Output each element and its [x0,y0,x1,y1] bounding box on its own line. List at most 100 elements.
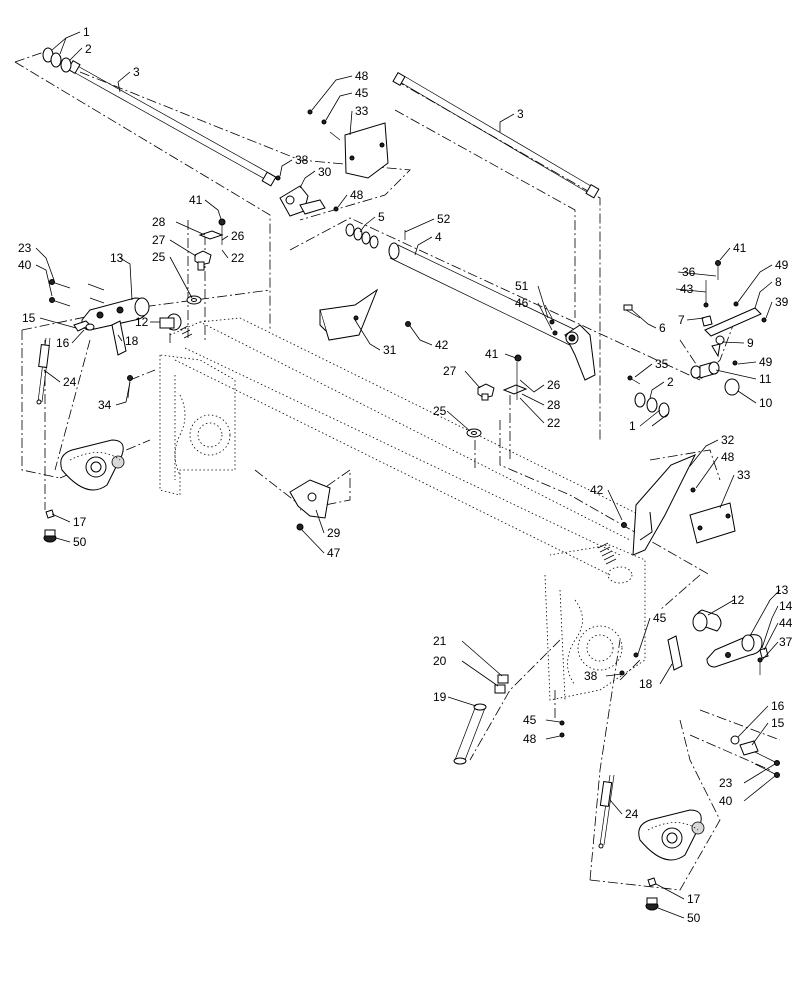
callout-25: 25 [433,404,447,418]
bracket-31 [319,288,411,341]
callout-48: 48 [355,69,369,83]
link-13-right [619,609,769,676]
callout-33: 33 [737,468,751,482]
callout-31: 31 [383,343,397,357]
callout-39: 39 [775,295,789,309]
callout-labels: 1 2 3 3 48 45 33 38 30 48 5 52 4 41 28 2… [18,25,793,925]
callout-21: 21 [433,634,447,648]
callout-51: 51 [515,279,529,293]
callout-43: 43 [680,282,694,296]
callout-24: 24 [63,375,77,389]
link-8 [701,260,767,366]
callout-22: 22 [547,416,561,430]
callout-41: 41 [485,347,499,361]
sprocket-housing-right [638,809,705,911]
callout-36: 36 [682,265,696,279]
shaft-upper-right [392,71,600,199]
callout-2: 2 [85,42,92,56]
callout-42: 42 [435,338,449,352]
callout-28: 28 [547,398,561,412]
rod-24-right [598,774,615,849]
shaft-main [345,223,596,381]
bracket-15-right [730,735,780,778]
callout-26: 26 [547,378,561,392]
bracket-30 [275,175,339,217]
callout-15: 15 [771,716,785,730]
hardware-group-middle [466,354,528,438]
callout-38: 38 [295,153,309,167]
callout-32: 32 [721,433,735,447]
callout-50: 50 [687,911,701,925]
callout-41: 41 [189,193,203,207]
callout-34: 34 [98,398,112,412]
callout-48: 48 [721,450,735,464]
center-lines [14,49,781,891]
hardware-group-right [544,304,740,418]
callout-24: 24 [625,807,639,821]
callout-44: 44 [779,616,793,630]
callout-27: 27 [443,364,457,378]
sprocket-housing-left [43,439,125,543]
callout-19: 19 [433,690,447,704]
callout-15: 15 [22,311,36,325]
callout-26: 26 [231,229,245,243]
callout-17: 17 [73,515,87,529]
callout-45: 45 [653,611,667,625]
callout-46: 46 [515,296,529,310]
callout-52: 52 [437,212,451,226]
bracket-33-upper [307,109,389,179]
callout-49: 49 [775,258,789,272]
bolt-34 [127,375,133,399]
link-13-left [49,279,182,356]
callout-11: 11 [759,372,772,386]
callout-9: 9 [747,336,754,350]
callout-22: 22 [231,251,245,265]
callout-29: 29 [327,526,341,540]
rod-24-left [36,337,51,405]
callout-42: 42 [590,483,604,497]
callout-37: 37 [779,635,793,649]
callout-3: 3 [517,107,524,121]
callout-25: 25 [152,250,166,264]
hardware-group-left [186,218,226,305]
callout-50: 50 [73,535,87,549]
callout-3: 3 [133,65,140,79]
callout-14: 14 [779,599,793,613]
callout-6: 6 [659,321,666,335]
callout-1: 1 [83,25,90,39]
callout-18: 18 [125,334,139,348]
callout-16: 16 [771,699,785,713]
callout-45: 45 [355,86,369,100]
callout-33: 33 [355,104,369,118]
callout-48: 48 [523,732,537,746]
callout-40: 40 [18,258,32,272]
callout-47: 47 [327,546,341,560]
callout-23: 23 [719,776,733,790]
callout-48: 48 [350,188,364,202]
callout-20: 20 [433,654,447,668]
callout-27: 27 [152,233,166,247]
callout-30: 30 [318,165,332,179]
callout-10: 10 [759,396,773,410]
callout-1: 1 [629,419,636,433]
callout-41: 41 [733,241,747,255]
callout-5: 5 [378,210,385,224]
callout-23: 23 [18,241,32,255]
callout-4: 4 [435,230,442,244]
main-frame [159,317,646,701]
callout-45: 45 [523,713,537,727]
callout-38: 38 [584,669,598,683]
callout-18: 18 [639,677,653,691]
callout-8: 8 [775,275,782,289]
leader-lines [35,31,781,919]
callout-12: 12 [731,593,745,607]
callout-13: 13 [110,251,124,265]
callout-16: 16 [56,336,70,350]
bracket-29 [289,479,331,531]
shaft-upper-left [42,47,277,187]
callout-17: 17 [687,892,701,906]
callout-13: 13 [775,583,789,597]
callout-35: 35 [655,357,669,371]
